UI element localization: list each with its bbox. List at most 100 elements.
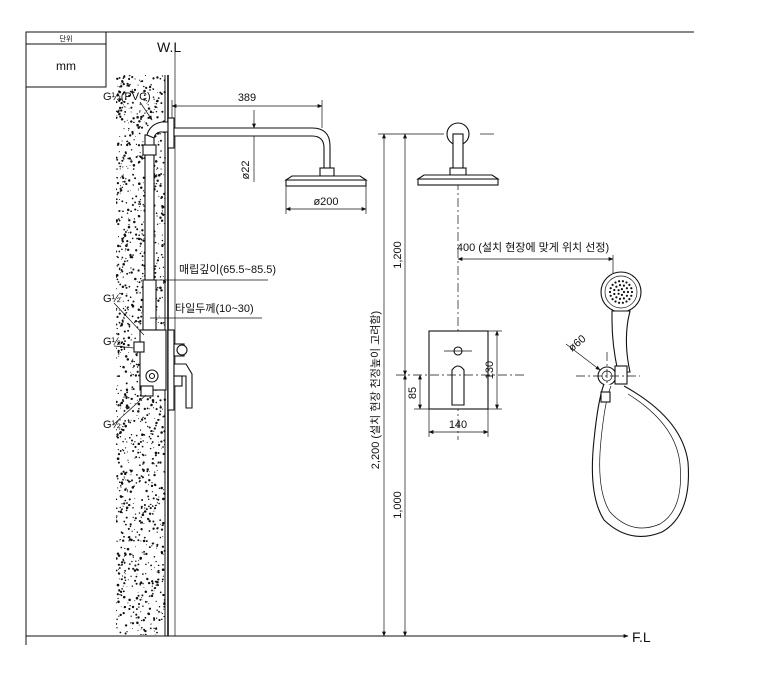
concrete-speck [153,507,157,510]
concrete-speck [132,300,135,303]
total-height-value: 2,200 (설치 현장 천정높이 고려함) [368,311,382,469]
concrete-speck [120,177,122,179]
concrete-speck [117,449,119,451]
concrete-speck [120,348,123,351]
concrete-speck [131,373,133,375]
concrete-speck [148,413,150,415]
concrete-speck [159,276,162,278]
concrete-speck [152,520,155,523]
concrete-speck [132,373,135,376]
concrete-speck [126,451,129,453]
concrete-speck [123,180,126,183]
concrete-speck [139,79,141,81]
concrete-speck [130,210,132,213]
concrete-speck [131,315,134,318]
concrete-speck [137,84,139,86]
concrete-speck [160,322,163,325]
concrete-speck [125,447,127,449]
concrete-speck [130,371,132,373]
concrete-speck [120,185,122,187]
concrete-speck [128,420,130,422]
concrete-speck [117,597,119,600]
concrete-speck [119,510,123,514]
concrete-speck [153,447,155,449]
concrete-speck [130,374,132,377]
concrete-speck [144,600,147,603]
concrete-speck [119,187,122,190]
concrete-speck [122,449,125,452]
concrete-speck [119,593,121,596]
concrete-speck [125,516,128,519]
concrete-speck [118,489,121,492]
concrete-speck [117,600,120,604]
concrete-speck [139,206,141,208]
concrete-speck [158,141,159,143]
concrete-speck [117,244,120,248]
concrete-speck [155,401,158,404]
concrete-speck [140,209,142,211]
concrete-speck [151,482,153,484]
concrete-speck [137,591,139,593]
concrete-speck [133,121,135,124]
concrete-speck [152,497,155,500]
concrete-speck [138,215,141,218]
concrete-speck [126,489,129,491]
concrete-speck [125,244,128,247]
concrete-speck [141,233,143,235]
concrete-speck [117,392,119,395]
concrete-speck [130,120,133,123]
concrete-speck [133,91,135,93]
concrete-speck [148,478,151,482]
concrete-speck [137,563,140,566]
concrete-speck [127,579,129,581]
concrete-speck [134,579,137,582]
concrete-speck [131,386,134,389]
concrete-speck [116,583,120,587]
concrete-speck [120,531,123,534]
concrete-speck [149,396,152,399]
concrete-speck [156,502,158,503]
concrete-speck [150,564,153,567]
concrete-speck [163,489,165,491]
concrete-speck [119,403,122,405]
concrete-speck [151,398,155,402]
concrete-speck [138,132,141,135]
concrete-speck [143,85,145,88]
height-1000-value: 1,000 [392,491,404,519]
concrete-speck [121,79,124,83]
box-width-value: 140 [449,419,467,431]
concrete-speck [125,404,129,407]
concrete-speck [122,425,124,428]
concrete-speck [157,97,160,100]
concrete-speck [137,629,139,631]
concrete-speck [127,567,130,570]
concrete-speck [156,169,158,171]
pipe-thread-label: G½(PVC) [103,91,151,103]
concrete-speck [116,375,119,377]
concrete-speck [131,585,134,587]
concrete-speck [116,602,117,604]
concrete-speck [122,166,124,168]
concrete-speck [140,115,143,119]
concrete-speck [162,282,165,284]
concrete-speck [122,585,124,587]
concrete-speck [159,286,162,290]
concrete-speck [129,165,131,167]
unit-box: 단위 mm [25,31,107,88]
concrete-speck [156,531,158,533]
concrete-speck [153,427,156,430]
concrete-speck [132,268,135,271]
concrete-speck [130,111,132,113]
concrete-speck [155,600,157,603]
concrete-speck [153,430,155,432]
concrete-speck [144,507,146,509]
concrete-speck [120,352,121,354]
concrete-speck [119,245,122,248]
concrete-speck [134,445,137,449]
concrete-speck [136,116,139,119]
concrete-speck [161,75,164,77]
concrete-speck [147,581,151,585]
concrete-speck [128,351,130,353]
concrete-speck [124,573,126,575]
concrete-speck [153,463,155,465]
